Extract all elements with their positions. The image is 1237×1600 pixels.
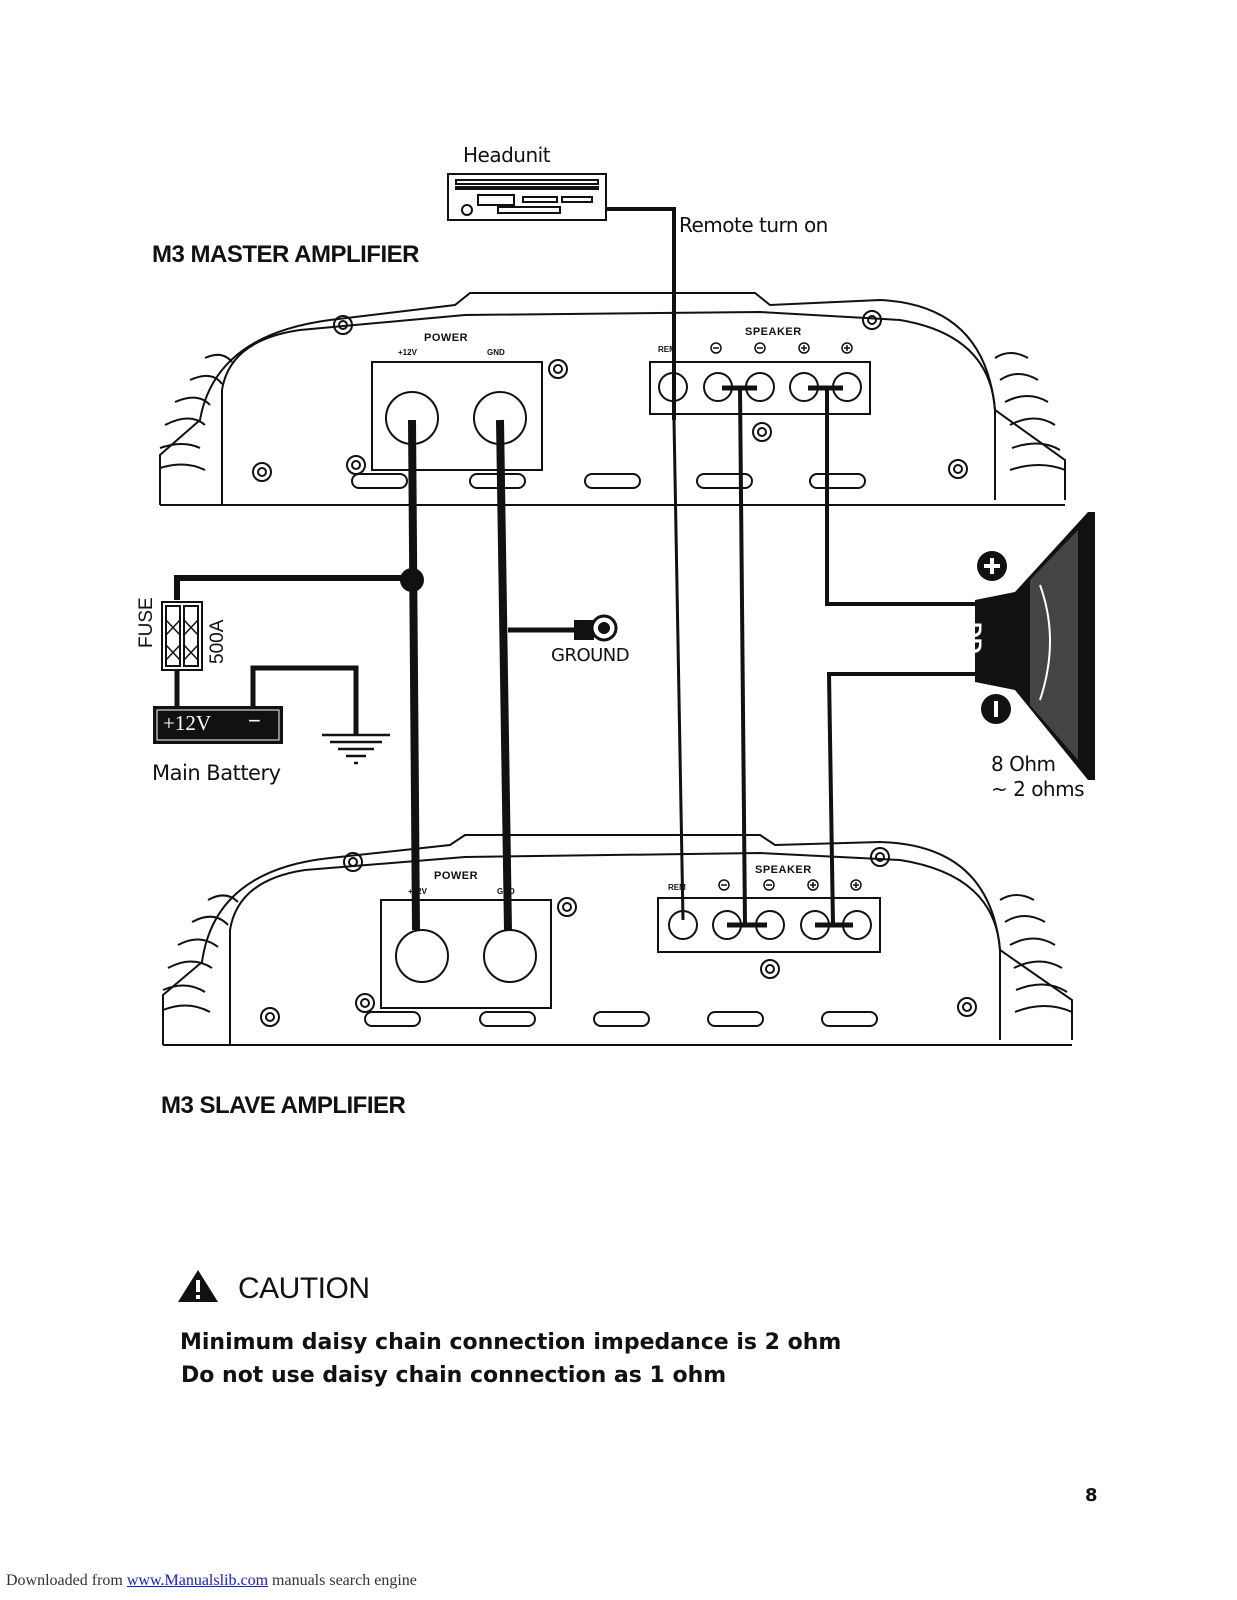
battery-minus-label: − xyxy=(248,708,261,733)
power-junction-dot xyxy=(400,568,424,592)
slave-power-label: POWER xyxy=(434,870,479,882)
fuse-icon xyxy=(161,601,203,671)
caution-line-2: Do not use daisy chain connection as 1 o… xyxy=(181,1363,727,1388)
headunit-icon xyxy=(447,173,607,221)
slave-plus12-label: +12V xyxy=(408,887,427,896)
speaker-brand-label: DD xyxy=(961,622,986,654)
main-battery-label: Main Battery xyxy=(152,761,281,785)
remote-turn-on-label: Remote turn on xyxy=(679,213,828,237)
slave-speaker-label: SPEAKER xyxy=(755,864,812,876)
ground-label: GROUND xyxy=(551,645,630,666)
caution-triangle-icon xyxy=(178,1270,218,1302)
chassis-ground-icon xyxy=(322,733,390,765)
battery-icon xyxy=(153,706,283,744)
ground-terminal-icon xyxy=(574,614,618,642)
headunit-label: Headunit xyxy=(463,143,551,167)
master-plus12-label: +12V xyxy=(398,348,417,357)
caution-title: CAUTION xyxy=(238,1272,370,1305)
footer-link[interactable]: www.Manualslib.com xyxy=(126,1572,269,1589)
caution-line-1: Minimum daisy chain connection impedance… xyxy=(180,1330,842,1355)
master-speaker-label: SPEAKER xyxy=(745,326,802,338)
slave-amplifier-body xyxy=(162,834,1073,1046)
fuse-rating-label: 500A xyxy=(207,619,228,664)
master-gnd-label: GND xyxy=(487,348,505,357)
master-amplifier-body xyxy=(159,292,1066,506)
slave-amplifier-title: M3 SLAVE AMPLIFIER xyxy=(161,1092,406,1119)
speaker-icon xyxy=(975,512,1095,780)
speaker-plus-icon xyxy=(977,551,1007,581)
footer-prefix: Downloaded from xyxy=(6,1572,127,1589)
master-amplifier-title: M3 MASTER AMPLIFIER xyxy=(152,241,419,268)
slave-rem-label: REM xyxy=(668,883,686,892)
page-number: 8 xyxy=(1085,1485,1098,1506)
footer-suffix: manuals search engine xyxy=(268,1572,417,1589)
wires xyxy=(174,207,975,931)
master-power-label: POWER xyxy=(424,332,469,344)
footer: Downloaded from www.Manualslib.com manua… xyxy=(6,1572,417,1590)
fuse-label: FUSE xyxy=(136,597,157,648)
speaker-minus-icon xyxy=(981,694,1011,724)
speaker-impedance-line2: ~ 2 ohms xyxy=(991,777,1085,801)
speaker-impedance-line1: 8 Ohm xyxy=(991,752,1056,776)
slave-gnd-label: GND xyxy=(497,887,515,896)
battery-plus-label: +12V xyxy=(163,711,212,735)
terminal-sign-icons xyxy=(710,342,862,891)
master-rem-label: REM xyxy=(658,345,676,354)
